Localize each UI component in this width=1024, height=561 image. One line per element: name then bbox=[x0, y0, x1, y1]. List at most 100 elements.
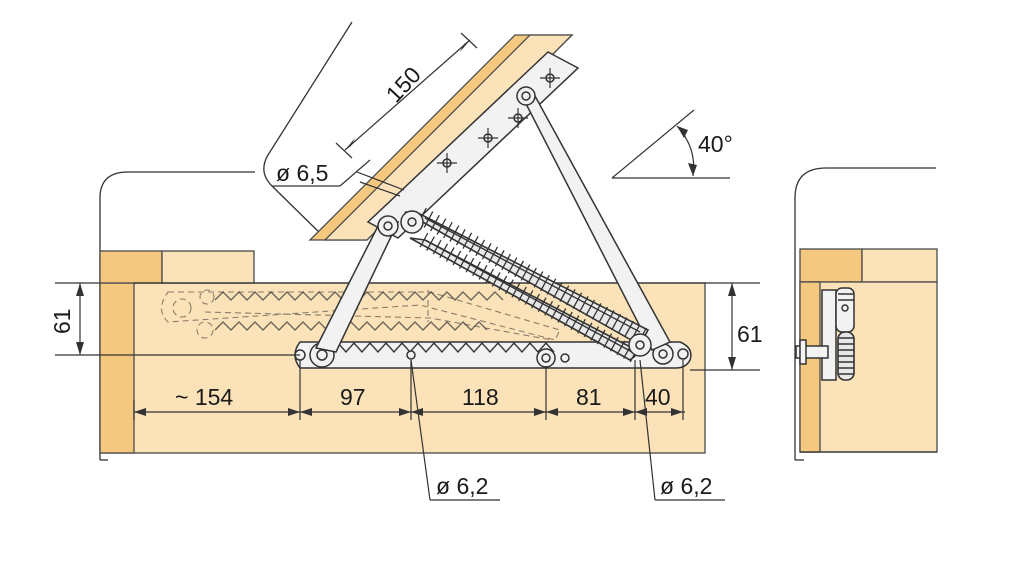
spring-coil bbox=[511, 282, 521, 298]
spring-coil bbox=[544, 300, 554, 316]
side-top-rail-right bbox=[861, 248, 938, 283]
spring-coil bbox=[436, 218, 447, 235]
hole-callout-mid: ø 6,2 bbox=[410, 359, 500, 501]
spring-coil bbox=[419, 232, 429, 248]
spring-coil bbox=[520, 264, 531, 281]
cabinet-side-edge bbox=[99, 282, 135, 454]
hole-right-label: ø 6,2 bbox=[660, 473, 712, 499]
side-hinge bbox=[795, 287, 855, 381]
hole-callout-right: ø 6,2 bbox=[639, 359, 725, 501]
spring-coil bbox=[452, 250, 462, 266]
lid-hole-label: ø 6,5 bbox=[276, 160, 328, 186]
angle-label: 40° bbox=[698, 131, 733, 157]
spring-coil bbox=[585, 299, 596, 317]
spring-coil bbox=[583, 322, 593, 338]
side-edge bbox=[799, 281, 821, 453]
spring-coil bbox=[546, 278, 557, 295]
main-view: 150 ø 6,5 40° bbox=[49, 21, 763, 501]
spring-coil bbox=[598, 306, 609, 324]
spring-coil bbox=[481, 243, 492, 260]
spring-coil bbox=[609, 336, 619, 352]
spring-coil bbox=[458, 254, 468, 269]
spring-coil bbox=[518, 286, 527, 302]
spring-coil bbox=[445, 247, 455, 262]
top-rail-right bbox=[161, 250, 255, 284]
spring-coil bbox=[478, 264, 488, 280]
lid-screw-holes bbox=[437, 68, 560, 173]
base-screw-hole bbox=[677, 348, 689, 360]
spring-coil bbox=[540, 274, 550, 292]
spring-coil bbox=[524, 290, 534, 305]
spring-coil bbox=[563, 311, 573, 327]
spring-coil bbox=[557, 308, 567, 323]
seg-3-label: 81 bbox=[576, 384, 602, 410]
spring-coil bbox=[565, 288, 576, 306]
spring-coil bbox=[611, 313, 621, 331]
spring-coil bbox=[498, 275, 508, 291]
spring-coil bbox=[488, 246, 499, 264]
spring-coil bbox=[472, 261, 481, 277]
seg-1-label: 97 bbox=[340, 384, 366, 410]
spring-coil bbox=[491, 272, 501, 287]
side-view bbox=[794, 167, 938, 461]
link-arm bbox=[314, 215, 400, 353]
spring-coil bbox=[430, 214, 440, 232]
spring-coil bbox=[475, 239, 486, 257]
spring-coil bbox=[423, 211, 434, 228]
spring-coil bbox=[550, 304, 560, 320]
horizontal-dimensions: ~ 154 97 118 81 40 bbox=[133, 360, 685, 420]
lid-length-label: 150 bbox=[381, 62, 426, 108]
spring-coil bbox=[443, 221, 453, 239]
lid-panel-face bbox=[323, 34, 574, 241]
spring-coil bbox=[570, 315, 580, 331]
box-outline bbox=[99, 171, 255, 460]
base-offset-label: ~ 154 bbox=[175, 384, 233, 410]
spring-coil bbox=[507, 257, 518, 274]
hole-mid-label: ø 6,2 bbox=[436, 473, 488, 499]
spring-coil bbox=[527, 267, 537, 285]
spring-coil bbox=[553, 281, 563, 299]
lid-drill-mark bbox=[356, 171, 405, 191]
spring-coil bbox=[501, 253, 511, 271]
spring-coil bbox=[572, 292, 583, 309]
spring-coil bbox=[455, 228, 466, 246]
spring-coil bbox=[465, 257, 475, 273]
spring-coil bbox=[578, 295, 589, 313]
seg-2-label: 118 bbox=[462, 384, 499, 410]
seg-4-label: 40 bbox=[645, 384, 671, 410]
spring-coil bbox=[596, 329, 606, 345]
spring-coil bbox=[604, 310, 615, 327]
spring-coil bbox=[468, 235, 479, 253]
lid-drill-mark bbox=[359, 181, 401, 197]
spring-coil bbox=[426, 236, 435, 251]
spring-coil bbox=[531, 293, 540, 309]
height-right-label: 61 bbox=[737, 321, 763, 347]
spring-coil bbox=[624, 320, 634, 338]
spring-coil bbox=[617, 317, 628, 334]
spring-coil bbox=[603, 333, 613, 348]
spring-coil bbox=[577, 318, 586, 334]
angle-indicator: 40° bbox=[611, 109, 733, 179]
spring-coil bbox=[559, 285, 570, 302]
spring-coil bbox=[537, 297, 547, 313]
coil-springs bbox=[400, 207, 652, 363]
base-screw-hole bbox=[560, 353, 570, 363]
side-view-outline bbox=[794, 167, 936, 460]
spring-coil bbox=[462, 232, 473, 249]
spring-coil bbox=[432, 239, 442, 255]
support-arm bbox=[516, 86, 672, 351]
spring-coil bbox=[439, 243, 449, 259]
open-lid bbox=[263, 21, 580, 241]
spring-coil bbox=[494, 250, 505, 267]
lid-outline bbox=[263, 21, 353, 241]
spring-coil bbox=[533, 271, 544, 288]
spring-coil bbox=[591, 303, 602, 320]
side-top-rail bbox=[799, 248, 863, 283]
base-screw-hole bbox=[406, 350, 416, 360]
height-left-label: 61 bbox=[49, 308, 75, 334]
spring-coil bbox=[616, 340, 626, 356]
top-rail-left bbox=[99, 250, 163, 284]
lid-hole-callout: ø 6,5 bbox=[272, 159, 371, 187]
spring-coil bbox=[590, 326, 600, 341]
